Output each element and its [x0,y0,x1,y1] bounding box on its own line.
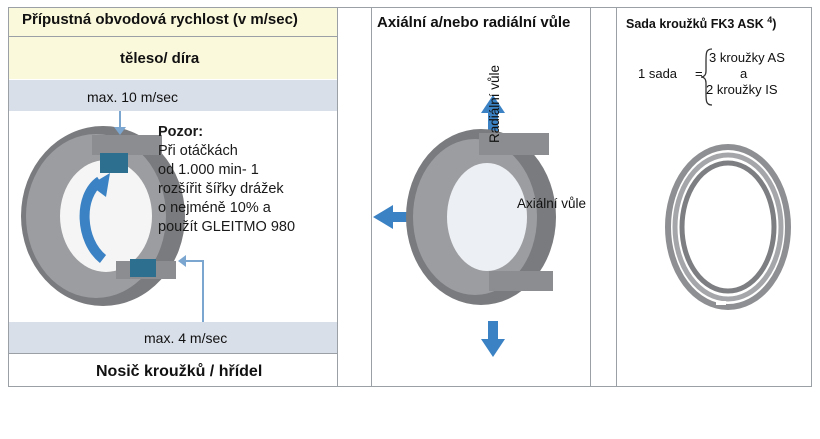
option-is: 2 kroužky IS [706,82,778,97]
column-clearance: Axiální a/nebo radiální vůle Radiální vů… [371,7,590,387]
warning-line: Při otáčkách [158,143,238,159]
warning-line: o nejméně 10% a [158,200,271,216]
clearance-title: Axiální a/nebo radiální vůle [377,14,571,31]
grid-col2-right [590,7,591,387]
ring-coil-inner [679,160,777,294]
brace-icon [700,48,713,106]
bottom-speed-band [8,322,337,353]
ring-bore [60,160,152,272]
rotation-arrowhead [90,173,110,197]
warning-note: Pozor: Při otáčkách od 1.000 min- 1 rozš… [158,123,295,237]
ring-coil-middle [672,152,784,302]
pointer-bottom [184,260,204,322]
radial-clearance-label: Radiální vůle [487,64,502,143]
footnote-marker: 4 [767,15,773,25]
max-speed-top: max. 10 m/sec [87,89,179,105]
grid-col3-left [616,7,617,387]
set-label: 1 sada [638,66,678,81]
grid-footer-rule [8,353,337,354]
radial-arrow-down [481,321,505,357]
grid-col1-right [337,7,338,387]
housing-block [92,135,162,155]
warning-heading: Pozor: [158,124,204,140]
title-band [8,7,337,79]
clearance-bottom-block [489,271,553,291]
warning-line: od 1.000 min- 1 [158,162,259,178]
grid-left [8,7,9,387]
ring-set-title: Sada kroužků FK3 ASK 4) [626,15,777,32]
column-speed: Přípustná obvodová rychlost (v m/sec) tě… [8,7,337,387]
option-as: 3 kroužky AS [709,50,785,65]
pointer-bottom-head [178,255,186,267]
equals-sign: = [695,66,703,81]
warning-line: použít GLEITMO 980 [158,219,296,235]
column-ring-set: Sada kroužků FK3 ASK 4) 1 sada = 3 krouž… [616,7,812,387]
spiral-ring-image [665,144,791,310]
lower-seal-element [130,259,156,277]
speed-title: Přípustná obvodová rychlost (v m/sec) [22,11,298,28]
axial-arrow-left [373,205,413,229]
housing-label: těleso/ díra [120,50,200,67]
clearance-figure [373,95,556,357]
ring-coil-outer [665,144,791,310]
axial-clearance-label: Axiální vůle [517,196,587,211]
radial-arrow-up [481,95,505,131]
warning-line: rozšířit šířky drážek [158,181,284,197]
grid-bottom [8,386,812,387]
grid-right [811,7,812,387]
grid-top [8,7,812,8]
top-speed-band [8,80,337,111]
seal-section-figure [21,111,204,322]
option-conjunction: a [740,66,748,81]
grid-col2-left [371,7,372,387]
shaft-label: Nosič kroužků / hřídel [96,363,263,380]
grid-title-rule [8,36,337,37]
clearance-top-block [479,133,549,155]
pointer-top-head [114,127,126,135]
upper-seal-element [100,153,128,173]
max-speed-bottom: max. 4 m/sec [144,330,228,346]
clearance-ring-bore [447,163,527,271]
